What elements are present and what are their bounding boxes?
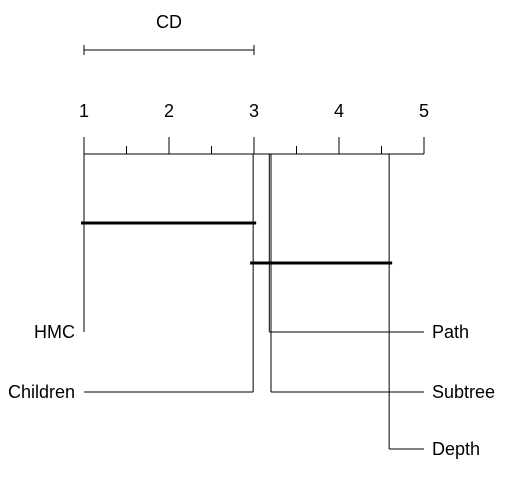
method-label: HMC bbox=[34, 322, 75, 342]
axis-tick-label: 2 bbox=[164, 101, 174, 121]
cd-label: CD bbox=[156, 12, 182, 32]
cd-bar bbox=[83, 45, 255, 55]
axis-tick-label: 4 bbox=[334, 101, 344, 121]
axis-tick-label: 1 bbox=[79, 101, 89, 121]
axis-tick-label: 3 bbox=[249, 101, 259, 121]
method-label: Path bbox=[432, 322, 469, 342]
rank-axis: 1 2 3 4 5 bbox=[79, 101, 429, 155]
method-label: Depth bbox=[432, 439, 480, 459]
clique-bars bbox=[81, 221, 393, 265]
axis-tick-label: 5 bbox=[419, 101, 429, 121]
method-label: Children bbox=[8, 382, 75, 402]
method-label: Subtree bbox=[432, 382, 495, 402]
